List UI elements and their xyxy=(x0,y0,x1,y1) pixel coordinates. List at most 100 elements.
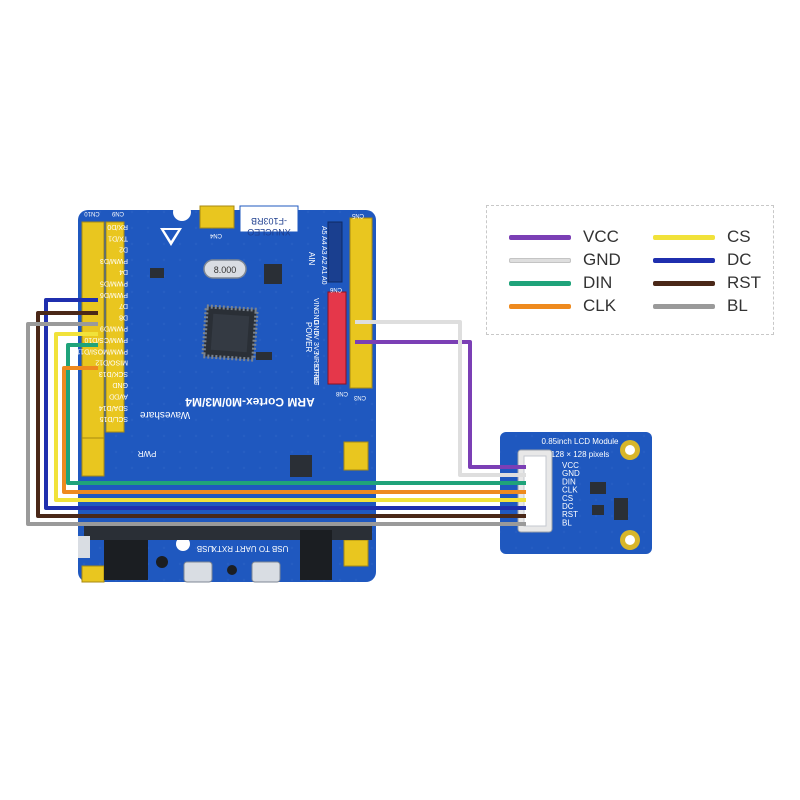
lcd-module: 0.85inch LCD Module 128 × 128 pixels VCC… xyxy=(500,432,652,554)
digital-pin-label: PWM/D9 xyxy=(100,325,128,332)
uart-usb-port xyxy=(251,561,281,583)
power-pin-label: GND xyxy=(312,309,319,325)
power-pin-label: 5V xyxy=(312,331,319,340)
power-pin-label: 3V3 xyxy=(312,342,319,355)
lcd-pin-label: DC xyxy=(562,502,574,511)
legend-item-din: DIN xyxy=(509,272,612,294)
digital-pin-label: AVDD xyxy=(109,393,128,400)
connector-label: CN9 xyxy=(111,210,124,216)
lcd-pin-label: CS xyxy=(562,494,573,503)
small-component xyxy=(614,498,628,520)
mounting-hole xyxy=(176,537,190,551)
digital-pin-labels: RX/D0TX/D1D2PWM/D3D4PWM/D5PWM/D6D7D8PWM/… xyxy=(77,223,128,422)
wires xyxy=(26,298,526,526)
usb-label: USB xyxy=(197,544,213,553)
lcd-connector-slot xyxy=(523,455,547,527)
connector-label: CN6 xyxy=(329,286,342,292)
brand-label: XNUCLEO xyxy=(247,227,291,237)
legend-item-gnd: GND xyxy=(509,249,621,271)
small-component xyxy=(150,268,164,278)
connector-label: CN3 xyxy=(353,394,366,400)
digital-pin-label: SCK/D13 xyxy=(99,370,128,377)
waveshare-logo-icon xyxy=(160,228,182,246)
analog-pin-label: A5 xyxy=(320,226,327,235)
analog-pin-label: A1 xyxy=(320,266,327,275)
digital-pin-label: D4 xyxy=(119,268,128,275)
legend-item-cs: CS xyxy=(653,226,751,248)
connector-label: CN8 xyxy=(335,390,348,396)
connector-label: CN4 xyxy=(209,232,222,238)
legend-swatch xyxy=(509,234,571,240)
jumper-block xyxy=(81,565,105,583)
lcd-pin-label: CLK xyxy=(562,486,578,495)
legend-swatch xyxy=(653,257,715,263)
analog-pin-label: A0 xyxy=(320,276,327,285)
lcd-pin-label: RST xyxy=(562,510,578,519)
lcd-pin-label: VCC xyxy=(562,461,579,470)
legend-swatch xyxy=(509,257,571,263)
jumper-block xyxy=(343,539,369,567)
uart-label: USB TO UART RXTX xyxy=(211,544,288,553)
ain-section-label: AIN xyxy=(307,252,316,266)
model-label-box xyxy=(239,205,299,233)
legend-label: CLK xyxy=(583,296,617,315)
legend-swatch xyxy=(509,303,571,309)
analog-pin-label: A2 xyxy=(320,256,327,265)
power-pin-label: NRST xyxy=(312,353,319,373)
lcd-pin-label: BL xyxy=(562,518,572,527)
digital-pin-label: D8 xyxy=(119,313,128,320)
wire-clk xyxy=(62,366,526,494)
mcu-chip-body xyxy=(210,313,250,353)
digital-pin-label: TX/D1 xyxy=(108,234,128,241)
digital-pin-label: SDA/D14 xyxy=(99,404,128,411)
mounting-hole-inner xyxy=(625,445,635,455)
digital-pin-label: PWM/D5 xyxy=(100,280,128,287)
lcd-pin-label: GND xyxy=(562,469,580,478)
button-icon xyxy=(156,556,168,568)
digital-pin-label: PWM/CS/D10 xyxy=(84,336,128,343)
header-analog xyxy=(327,221,343,283)
mounting-hole xyxy=(173,203,191,221)
legend-item-rst: RST xyxy=(653,272,761,294)
wire-color-legend: VCC GND DIN CLK CS DC RST BL xyxy=(486,205,774,335)
wire-din xyxy=(66,343,526,485)
header-power xyxy=(327,291,347,385)
analog-pin-label: A4 xyxy=(320,236,327,245)
regulator-chip xyxy=(290,455,312,477)
legend-swatch xyxy=(509,280,571,286)
power-pin-label: VIN xyxy=(312,298,319,310)
analog-pin-label: A3 xyxy=(320,246,327,255)
wire-cs xyxy=(54,332,526,502)
power-pin-label: IOREF xyxy=(312,364,319,385)
digital-pin-label: MISO/D12 xyxy=(95,359,128,366)
connector-label: CN10 xyxy=(84,210,100,216)
legend-swatch xyxy=(653,303,715,309)
lcd-resolution: 128 × 128 pixels xyxy=(551,450,610,459)
legend-label: VCC xyxy=(583,227,619,246)
legend-label: BL xyxy=(727,296,748,315)
power-section-label: POWER xyxy=(304,322,313,352)
legend-label: CS xyxy=(727,227,751,246)
small-component xyxy=(256,352,272,360)
wire-gnd xyxy=(355,320,526,477)
digital-pin-label: SCL/D15 xyxy=(99,415,128,422)
core-label: ARM Cortex-M0/M3/M4 xyxy=(185,395,315,409)
xnucleo-board: -F103RB XNUCLEO 8.000 ARM Cortex-M0/M3/M… xyxy=(77,203,376,583)
connector-label: CN5 xyxy=(351,212,364,218)
jumper-block xyxy=(81,437,105,477)
legend-item-bl: BL xyxy=(653,295,748,317)
crystal-oscillator xyxy=(203,259,247,279)
pwr-label: PWR xyxy=(137,449,156,458)
maker-label: Waveshare xyxy=(139,409,190,420)
digital-pin-label: D2 xyxy=(119,246,128,253)
power-pin-label: NC xyxy=(312,375,319,385)
digital-pin-label: PWM/D3 xyxy=(100,257,128,264)
legend-label: GND xyxy=(583,250,621,269)
button-icon xyxy=(227,565,237,575)
jumper-block xyxy=(343,441,369,471)
